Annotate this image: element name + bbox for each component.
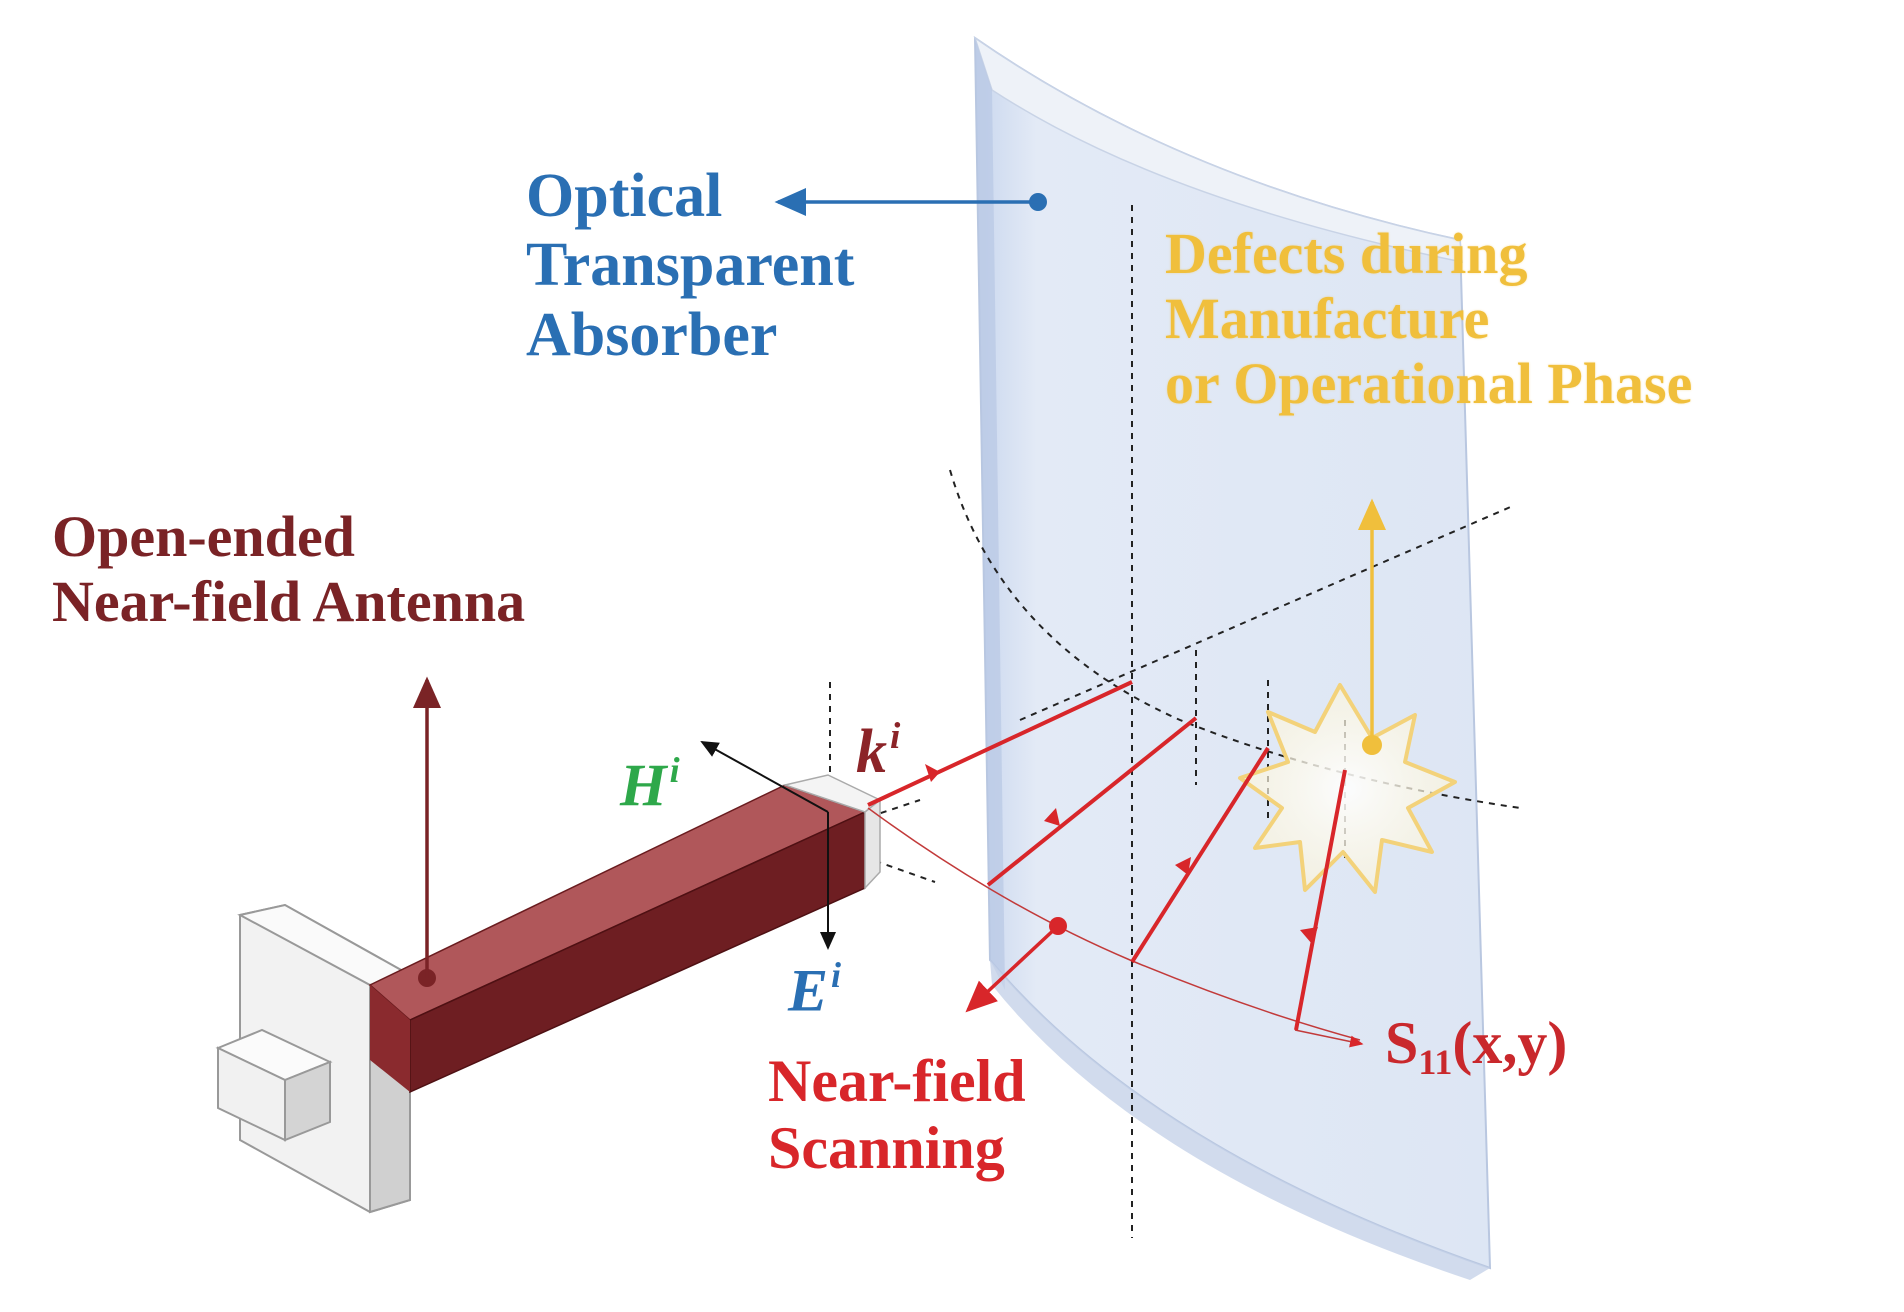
absorber-pointer — [774, 188, 1047, 216]
reflected-rays — [986, 716, 1347, 1031]
field-vectors — [700, 741, 836, 950]
s11-main: S — [1385, 1010, 1419, 1076]
scanning-pointer — [965, 917, 1067, 1013]
h-field-arrow — [700, 741, 829, 813]
antenna — [215, 774, 882, 1214]
k-vector-sup: i — [890, 716, 901, 757]
e-vector-label: Ei — [788, 955, 841, 1025]
scan-path-arrow — [1294, 1029, 1364, 1048]
scanning-label: Near-field Scanning — [768, 1048, 1026, 1182]
defect-pointer — [1358, 498, 1386, 755]
scanning-label-line-1: Near-field — [768, 1048, 1026, 1114]
defects-label-line-2: Manufacture — [1165, 285, 1490, 351]
absorber-label: Optical Transparent Absorber — [526, 162, 854, 370]
defects-label: Defects during Manufacture or Operationa… — [1165, 221, 1693, 417]
s11-subscript: 11 — [1418, 1041, 1453, 1082]
scan-path — [867, 807, 1361, 1041]
incident-wave — [867, 680, 1133, 807]
h-vector-base: H — [620, 752, 667, 819]
k-vector-label: ki — [856, 716, 900, 788]
h-vector-label: Hi — [620, 750, 680, 820]
h-vector-sup: i — [669, 750, 680, 790]
absorber-label-line-2: Transparent — [526, 231, 855, 300]
defects-label-line-1: Defects during — [1165, 221, 1528, 286]
antenna-label-line-2: Near-field Antenna — [52, 568, 526, 634]
defects-label-line-3: or Operational Phase — [1165, 350, 1693, 416]
scanning-label-line-2: Scanning — [768, 1115, 1005, 1182]
k-vector-base: k — [856, 718, 887, 787]
s11-label: S11(x,y) — [1385, 1010, 1567, 1082]
e-vector-sup: i — [831, 955, 842, 995]
antenna-pointer — [413, 676, 441, 987]
e-vector-base: E — [788, 957, 829, 1024]
absorber-label-line-3: Absorber — [526, 300, 778, 369]
antenna-label: Open-ended Near-field Antenna — [52, 504, 526, 635]
s11-tail: (x,y) — [1452, 1010, 1568, 1076]
absorber-panel — [973, 36, 1492, 1280]
defect-starburst — [1238, 683, 1457, 894]
absorber-label-line-1: Optical — [526, 162, 723, 230]
antenna-label-line-1: Open-ended — [52, 504, 355, 569]
